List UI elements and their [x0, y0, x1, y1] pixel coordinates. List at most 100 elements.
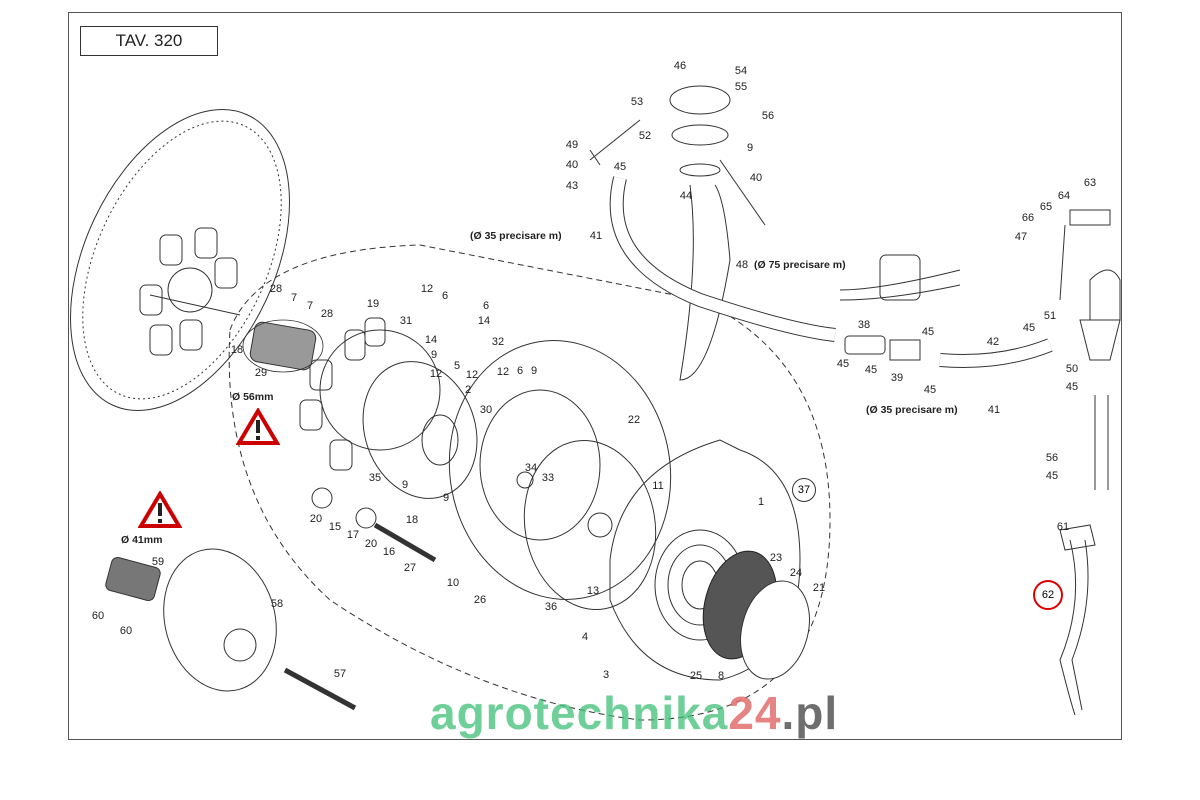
- part-callout[interactable]: 23: [769, 552, 783, 564]
- part-callout[interactable]: 61: [1056, 521, 1070, 533]
- part-callout[interactable]: 46: [673, 60, 687, 72]
- part-callout[interactable]: 12: [420, 283, 434, 295]
- part-callout[interactable]: 9: [746, 142, 754, 154]
- part-callout[interactable]: 44: [679, 190, 693, 202]
- part-callout[interactable]: 5: [453, 360, 461, 372]
- part-callout[interactable]: 12: [429, 368, 443, 380]
- part-callout[interactable]: 26: [473, 594, 487, 606]
- part-callout[interactable]: 32: [491, 336, 505, 348]
- part-callout[interactable]: 57: [333, 668, 347, 680]
- part-callout[interactable]: 8: [717, 670, 725, 682]
- part-callout[interactable]: 45: [1045, 470, 1059, 482]
- part-callout[interactable]: 45: [836, 358, 850, 370]
- assembly-group-callout[interactable]: 37: [792, 478, 816, 502]
- part-callout[interactable]: 18: [405, 514, 419, 526]
- part-callout[interactable]: 64: [1057, 190, 1071, 202]
- part-callout[interactable]: 60: [91, 610, 105, 622]
- part-callout[interactable]: 65: [1039, 201, 1053, 213]
- part-callout[interactable]: 1: [757, 496, 765, 508]
- part-callout[interactable]: 2: [464, 384, 472, 396]
- hose-41-note: (Ø 35 precisare m): [470, 230, 562, 242]
- part-callout[interactable]: 3: [602, 669, 610, 681]
- part-callout[interactable]: 12: [496, 366, 510, 378]
- part-callout[interactable]: 47: [1014, 231, 1028, 243]
- part-callout[interactable]: 10: [446, 577, 460, 589]
- part-callout[interactable]: 29: [254, 367, 268, 379]
- part-callout[interactable]: 60: [119, 625, 133, 637]
- part-callout[interactable]: 40: [565, 159, 579, 171]
- part-callout[interactable]: 63: [1083, 177, 1097, 189]
- part-callout[interactable]: 59: [151, 556, 165, 568]
- part-callout[interactable]: 66: [1021, 212, 1035, 224]
- part-callout[interactable]: 45: [923, 384, 937, 396]
- part-callout[interactable]: 30: [479, 404, 493, 416]
- part-callout[interactable]: 13: [586, 585, 600, 597]
- part-callout[interactable]: 25: [689, 670, 703, 682]
- part-callout[interactable]: 14: [477, 315, 491, 327]
- part-callout[interactable]: 33: [541, 472, 555, 484]
- hose-61: [1094, 395, 1109, 490]
- part-callout[interactable]: 19: [366, 298, 380, 310]
- part-callout[interactable]: 9: [401, 479, 409, 491]
- part-callout[interactable]: 22: [627, 414, 641, 426]
- distributor-rotor: [299, 317, 478, 499]
- part-callout[interactable]: 49: [565, 139, 579, 151]
- part-callout[interactable]: 28: [269, 283, 283, 295]
- part-callout[interactable]: 35: [368, 472, 382, 484]
- part-callout[interactable]: 56: [761, 110, 775, 122]
- part-callout[interactable]: 45: [1065, 381, 1079, 393]
- flywheel: [70, 109, 290, 411]
- part-callout[interactable]: 41: [987, 404, 1001, 416]
- part-callout[interactable]: 11: [652, 480, 664, 492]
- part-callout[interactable]: 14: [424, 334, 438, 346]
- part-callout[interactable]: 40: [749, 172, 763, 184]
- part-callout[interactable]: 28: [320, 308, 334, 320]
- part-callout[interactable]: 24: [789, 567, 803, 579]
- part-callout[interactable]: 34: [524, 462, 538, 474]
- part-callout[interactable]: 52: [638, 130, 652, 142]
- part-callout[interactable]: 45: [1022, 322, 1036, 334]
- part-callout[interactable]: 9: [442, 492, 450, 504]
- part-callout[interactable]: 27: [403, 562, 417, 574]
- part-callout[interactable]: 16: [382, 546, 396, 558]
- part-callout[interactable]: 20: [309, 513, 323, 525]
- part-callout[interactable]: 43: [565, 180, 579, 192]
- part-callout[interactable]: 56: [1045, 452, 1059, 464]
- part-callout[interactable]: 39: [890, 372, 904, 384]
- part-callout[interactable]: 31: [399, 315, 413, 327]
- part-callout[interactable]: 51: [1043, 310, 1057, 322]
- part-callout[interactable]: 53: [630, 96, 644, 108]
- part-callout[interactable]: 58: [270, 598, 284, 610]
- part-callout[interactable]: 20: [364, 538, 378, 550]
- part-callout[interactable]: 6: [516, 365, 524, 377]
- part-callout[interactable]: 6: [482, 300, 490, 312]
- part-callout[interactable]: 7: [290, 292, 298, 304]
- part-callout[interactable]: 38: [857, 319, 871, 331]
- part-callout[interactable]: 6: [441, 290, 449, 302]
- dimension-56mm: Ø 56mm: [232, 391, 274, 403]
- assembly-dashed-outline: [228, 244, 831, 721]
- part-callout[interactable]: 7: [306, 300, 314, 312]
- warning-icon: [236, 408, 280, 445]
- part-callout[interactable]: 9: [430, 349, 438, 361]
- hose-62: [1059, 539, 1089, 716]
- part-callout[interactable]: 55: [734, 81, 748, 93]
- part-callout[interactable]: 45: [613, 161, 627, 173]
- part-callout[interactable]: 48: [735, 259, 749, 271]
- part-callout[interactable]: 17: [346, 529, 360, 541]
- part-callout[interactable]: 21: [812, 582, 826, 594]
- part-callout[interactable]: 4: [581, 631, 589, 643]
- part-callout[interactable]: 41: [589, 230, 603, 242]
- part-callout[interactable]: 12: [465, 369, 479, 381]
- part-callout[interactable]: 45: [864, 364, 878, 376]
- part-callout[interactable]: 50: [1065, 363, 1079, 375]
- part-callout[interactable]: 54: [734, 65, 748, 77]
- part-callout[interactable]: 45: [921, 326, 935, 338]
- part-callout[interactable]: 9: [530, 365, 538, 377]
- part-callout[interactable]: 36: [544, 601, 558, 613]
- highlighted-part-callout[interactable]: 62: [1033, 580, 1063, 610]
- part-callout[interactable]: 42: [986, 336, 1000, 348]
- part-callout[interactable]: 18: [230, 344, 244, 356]
- part-callout[interactable]: 15: [328, 521, 342, 533]
